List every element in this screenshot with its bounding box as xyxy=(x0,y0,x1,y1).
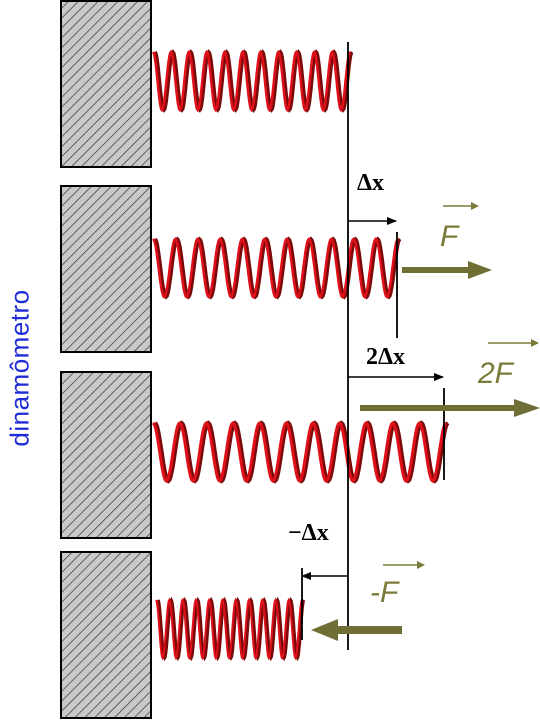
spring-rest xyxy=(151,49,354,114)
spring-stretched xyxy=(152,236,402,300)
dx-label: Δx xyxy=(357,170,384,196)
force-arrow-2f xyxy=(360,399,540,417)
wall-block-compressed xyxy=(60,551,152,719)
spring-double-stretched xyxy=(151,420,450,484)
wall-block-double xyxy=(60,371,152,539)
force-arrow-neg-f xyxy=(311,619,402,641)
force-label-f: F xyxy=(440,202,479,253)
neg-dx-label: −Δx xyxy=(288,520,329,546)
force-arrow-f xyxy=(402,261,492,279)
force-label-2f: 2F xyxy=(477,339,539,390)
force-f-text: F xyxy=(440,220,460,253)
force-2f-text: 2F xyxy=(477,357,515,390)
force-label-neg-f: -F xyxy=(370,561,425,609)
two-dx-label: 2Δx xyxy=(366,344,405,370)
wall-block-stretched xyxy=(60,185,152,353)
wall-block-rest xyxy=(60,0,152,168)
force-neg-f-text: -F xyxy=(370,576,400,609)
spring-compressed xyxy=(155,596,306,662)
